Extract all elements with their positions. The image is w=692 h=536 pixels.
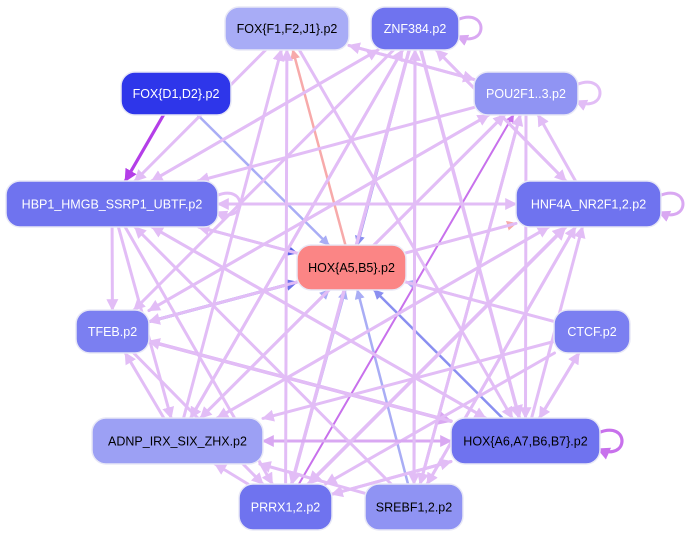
edge-srebf1-to-znf384 [408, 48, 421, 486]
edge-znf384-to-hox_a6 [419, 48, 523, 420]
node-label: FOX{F1,F2,J1}.p2 [237, 22, 338, 36]
node-label: PRRX1,2.p2 [251, 501, 321, 515]
node-znf384[interactable]: ZNF384.p2 [370, 6, 460, 51]
node-hnf4a[interactable]: HNF4A_NR2F1,2.p2 [515, 180, 662, 228]
node-label: POU2F1..3.p2 [486, 87, 566, 101]
node-ctcf[interactable]: CTCF.p2 [553, 309, 631, 354]
node-tfeb[interactable]: TFEB.p2 [75, 309, 150, 354]
node-label: TFEB.p2 [88, 325, 137, 339]
node-label: ZNF384.p2 [384, 22, 447, 36]
edge-adnp-to-fox_f [182, 48, 285, 420]
edge-hnf4a-to-pou2f1 [536, 113, 577, 183]
node-box[interactable] [5, 180, 219, 228]
edge-srebf1-to-hbp1 [133, 225, 393, 486]
node-label: ADNP_IRX_SIX_ZHX.p2 [108, 435, 247, 449]
self-loop-hnf4a [657, 191, 685, 222]
node-label: HBP1_HMGB_SSRP1_UBTF.p2 [22, 198, 203, 212]
node-box[interactable] [515, 180, 662, 228]
edge-hox_a6-to-ctcf [538, 351, 581, 420]
node-box[interactable] [238, 483, 333, 531]
node-srebf1[interactable]: SREBF1,2.p2 [364, 483, 464, 531]
self-loops-layer [214, 15, 685, 460]
self-loop-hbp1 [214, 191, 242, 222]
self-loop-znf384 [455, 15, 483, 46]
edge-znf384-to-tfeb [132, 48, 395, 312]
node-box[interactable] [91, 417, 264, 465]
node-label: HOX{A5,B5}.p2 [308, 261, 395, 275]
node-hbp1[interactable]: HBP1_HMGB_SSRP1_UBTF.p2 [5, 180, 219, 228]
node-prrx1[interactable]: PRRX1,2.p2 [238, 483, 333, 531]
node-box[interactable] [370, 6, 460, 51]
node-label: HOX{A6,A7,B6,B7}.p2 [463, 435, 587, 449]
node-box[interactable] [364, 483, 464, 531]
edge-srebf1-to-pou2f1 [418, 113, 524, 486]
self-loop-pou2f1 [574, 80, 602, 111]
edge-prrx1-to-hnf4a [306, 225, 568, 486]
node-fox_d[interactable]: FOX{D1,D2}.p2 [120, 71, 232, 116]
node-box[interactable] [296, 244, 407, 291]
edge-prrx1-to-fox_f [280, 48, 293, 486]
edge-prrx1-to-pou2f1 [297, 114, 515, 485]
edge-srebf1-to-adnp [258, 461, 367, 495]
node-box[interactable] [473, 71, 579, 116]
node-box[interactable] [224, 6, 350, 51]
node-pou2f1[interactable]: POU2F1..3.p2 [473, 71, 579, 116]
edge-pou2f1-to-hbp1 [196, 105, 476, 185]
node-label: FOX{D1,D2}.p2 [133, 87, 220, 101]
node-hox_a6[interactable]: HOX{A6,A7,B6,B7}.p2 [450, 417, 601, 465]
node-label: CTCF.p2 [567, 325, 616, 339]
edge-fox_f-to-hox_a6 [297, 48, 514, 420]
node-box[interactable] [120, 71, 232, 116]
edge-adnp-to-znf384 [189, 48, 405, 420]
edge-adnp-to-hnf4a [215, 225, 551, 420]
node-label: SREBF1,2.p2 [376, 501, 452, 515]
node-box[interactable] [75, 309, 150, 354]
edge-fox_f-to-pou2f1 [347, 43, 476, 83]
edge-adnp-to-tfeb [123, 351, 166, 420]
edge-hox_a6-to-hbp1 [150, 225, 487, 420]
node-box[interactable] [553, 309, 631, 354]
node-hox_a5[interactable]: HOX{A5,B5}.p2 [296, 244, 407, 291]
edge-prrx1-to-adnp [213, 462, 250, 486]
edge-tfeb-to-pou2f1 [147, 113, 491, 312]
edge-fox_d-to-hbp1 [123, 113, 166, 183]
node-fox_f[interactable]: FOX{F1,F2,J1}.p2 [224, 6, 350, 51]
edge-hox_a6-to-tfeb [147, 338, 453, 423]
node-adnp[interactable]: ADNP_IRX_SIX_ZHX.p2 [91, 417, 264, 465]
node-label: HNF4A_NR2F1,2.p2 [531, 198, 646, 212]
self-loop-hox_a6 [596, 428, 624, 460]
node-box[interactable] [450, 417, 601, 465]
